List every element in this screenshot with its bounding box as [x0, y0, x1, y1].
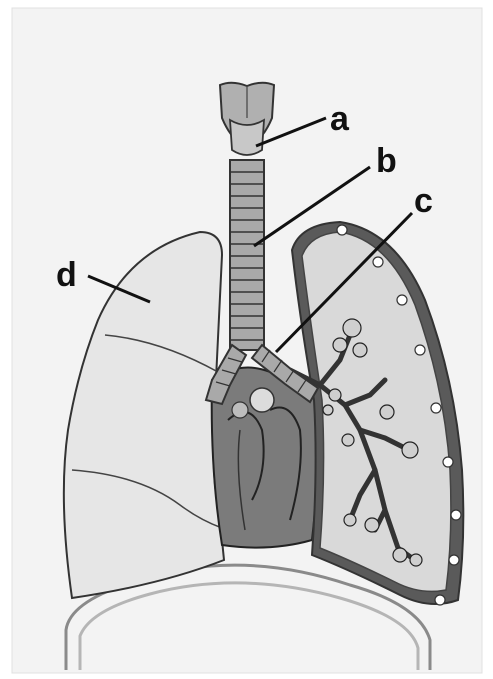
label-d: d	[56, 256, 77, 294]
label-a: a	[330, 100, 350, 138]
label-b: b	[376, 142, 397, 180]
label-c: c	[414, 182, 433, 220]
trachea	[230, 160, 264, 350]
